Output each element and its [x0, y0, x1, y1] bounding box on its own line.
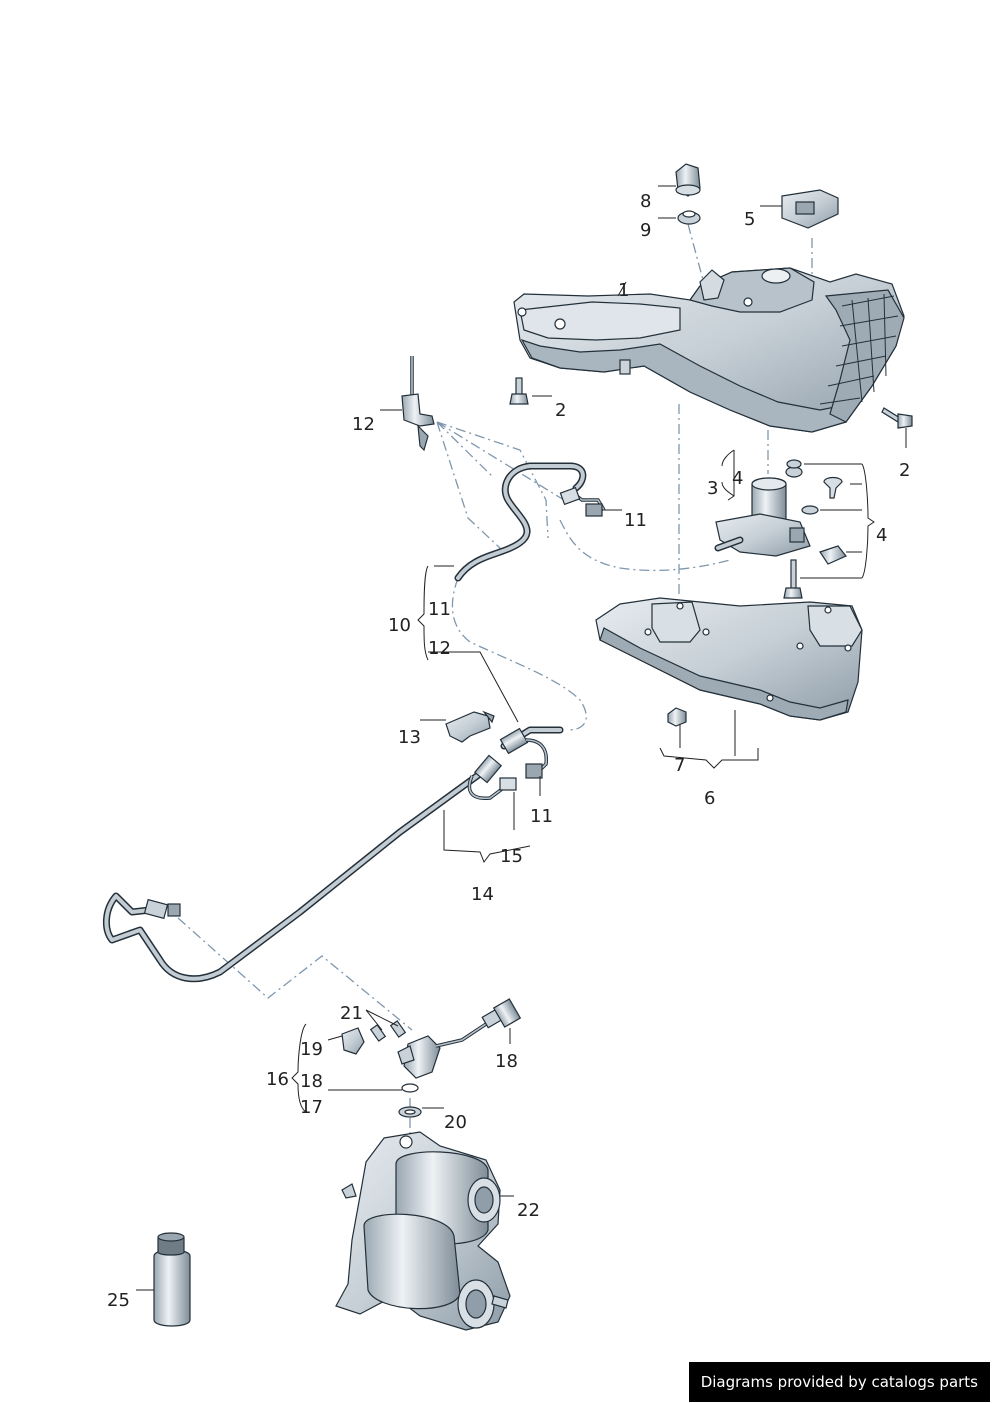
callout-17: 17 [300, 1097, 323, 1118]
attribution-footer: Diagrams provided by catalogs parts [688, 1362, 990, 1402]
callout-11-upper: 11 [624, 510, 647, 531]
callout-22: 22 [517, 1200, 540, 1221]
callout-11-lower: 11 [530, 806, 553, 827]
callout-6: 6 [704, 788, 715, 809]
callout-8: 8 [640, 191, 651, 212]
callout-1: 1 [618, 280, 629, 301]
filler-cap [675, 163, 701, 197]
callout-12-mid: 12 [428, 638, 451, 659]
callout-18-left: 18 [300, 1071, 323, 1092]
callout-11-mid: 11 [428, 599, 451, 620]
callouts: 1 2 2 8 9 5 3 4 4 12 11 11 10 12 13 7 6 … [107, 191, 910, 1311]
callout-4-outer: 4 [876, 525, 887, 546]
exhaust-filter [335, 1131, 511, 1331]
tray-nut [667, 707, 687, 727]
callout-21: 21 [340, 1003, 363, 1024]
callout-18-right: 18 [495, 1051, 518, 1072]
callout-20: 20 [444, 1112, 467, 1133]
mounting-bracket [781, 189, 839, 229]
bolt-left [509, 377, 529, 405]
callout-12-upper: 12 [352, 414, 375, 435]
tank-ribs [819, 293, 899, 405]
callout-13: 13 [398, 727, 421, 748]
upper-hose [454, 462, 606, 582]
filler-seal [677, 210, 701, 225]
fuel-tank [513, 267, 905, 433]
pump-assembly [714, 459, 847, 599]
additive-bottle [153, 1232, 191, 1327]
callout-2-right: 2 [899, 460, 910, 481]
callout-9: 9 [640, 220, 651, 241]
tray [595, 597, 863, 721]
callout-16: 16 [266, 1069, 289, 1090]
callout-4-inner: 4 [732, 468, 743, 489]
callout-15: 15 [500, 846, 523, 867]
callout-5: 5 [744, 209, 755, 230]
injector-group [341, 998, 522, 1118]
long-pipe [103, 726, 564, 983]
callout-3: 3 [707, 478, 718, 499]
callout-2-left: 2 [555, 400, 566, 421]
bolt-right [881, 407, 913, 429]
assembly-lines [177, 223, 813, 1140]
callout-19: 19 [300, 1039, 323, 1060]
clip-13 [445, 710, 495, 743]
callout-14: 14 [471, 884, 494, 905]
callout-25: 25 [107, 1290, 130, 1311]
sensor-upper [401, 356, 435, 452]
leader-lines [136, 185, 907, 1291]
callout-7: 7 [674, 755, 685, 776]
callout-10: 10 [388, 615, 411, 636]
